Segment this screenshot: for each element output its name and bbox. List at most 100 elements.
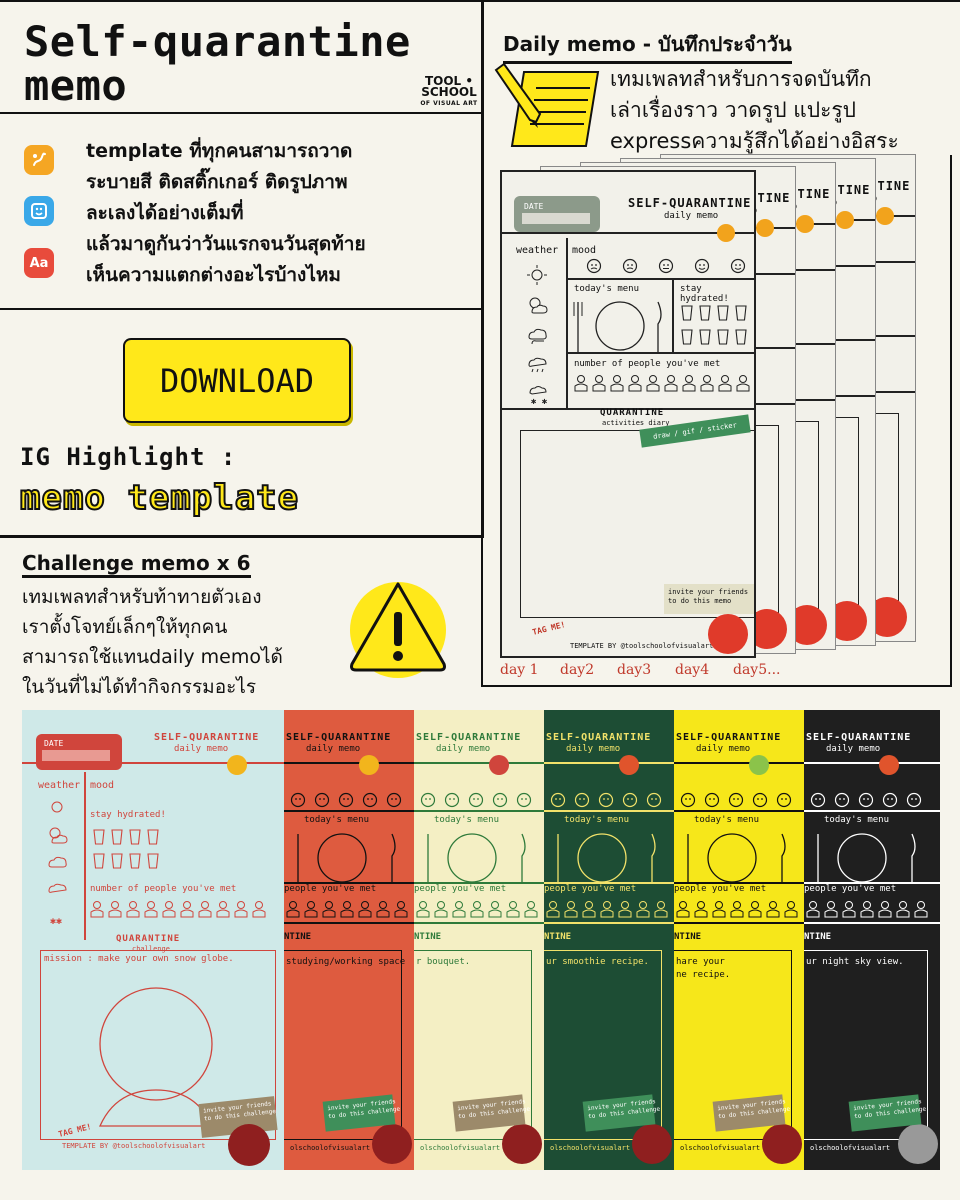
quarantine-label: NTINE [414, 932, 442, 942]
mood-face-icon [338, 792, 354, 812]
people-label: number of people you've met [574, 359, 721, 369]
mood-face-icon [362, 792, 378, 812]
memo-subtitle: daily memo [174, 744, 229, 754]
template-credit: TEMPLATE BY @toolschoolofvisualart [570, 642, 714, 650]
template-credit: olschoolofvisualart [420, 1144, 501, 1152]
warning-icon [350, 582, 446, 678]
water-glass-icon [734, 328, 748, 350]
toolschool-badge [372, 1124, 412, 1164]
person-icon [694, 900, 708, 922]
ig-highlight-value[interactable]: memo template [19, 477, 300, 519]
water-glass-icon [716, 328, 730, 350]
person-icon [676, 900, 690, 922]
challenge-sublabel: challenge [132, 945, 170, 953]
people-label: people you've met [414, 884, 507, 894]
memo-title: SELF-QUARANTINE [676, 732, 782, 743]
weather-icon [526, 324, 548, 350]
template-credit: olschoolofvisualart [810, 1144, 891, 1152]
mood-face-icon [290, 792, 306, 812]
svg-text:✱✱: ✱✱ [50, 916, 62, 927]
challenge-box [804, 950, 928, 1140]
memo-title: SELF-QUARANTINE [628, 196, 752, 210]
weather-icon [526, 264, 548, 290]
notepad-pencil-icon [494, 62, 600, 147]
memo-rule [502, 408, 754, 410]
person-icon [860, 900, 874, 922]
mood-face-icon [468, 792, 484, 812]
memo-dot [879, 755, 899, 775]
quarantine-label: NTINE [804, 932, 832, 942]
person-icon [546, 900, 560, 922]
quarantine-label: QUARANTINE [600, 408, 665, 418]
person-icon [216, 900, 230, 922]
memo-rule [672, 278, 674, 352]
water-glass-icon [680, 328, 694, 350]
water-glass-icon [716, 304, 730, 326]
quarantine-label: NTINE [284, 932, 312, 942]
person-icon [162, 900, 176, 922]
menu-label: today's menu [574, 284, 640, 294]
memo-rule [804, 810, 940, 812]
person-icon [90, 900, 104, 922]
water-glass-icon [92, 852, 106, 874]
weather-icon [46, 880, 68, 906]
mood-face-icon [574, 792, 590, 812]
memo-rule [414, 810, 544, 812]
mood-face-icon [752, 792, 768, 812]
mood-face-icon [704, 792, 720, 812]
memo-rule [566, 238, 568, 408]
water-glass-icon [110, 852, 124, 874]
water-glass-icon [146, 852, 160, 874]
person-icon [376, 900, 390, 922]
weather-icon [46, 824, 68, 850]
date-field [522, 213, 590, 224]
person-icon [664, 374, 678, 396]
memo-rule [544, 810, 674, 812]
person-icon [304, 900, 318, 922]
logo-line-3: OF VISUAL ART [420, 100, 478, 107]
person-icon [748, 900, 762, 922]
memo-subtitle: daily memo [664, 211, 719, 221]
memo-dot [749, 755, 769, 775]
person-icon [700, 374, 714, 396]
person-icon [506, 900, 520, 922]
download-button[interactable]: DOWNLOAD [123, 338, 351, 423]
day-label: day2 [560, 662, 595, 678]
mission-text: ur night sky view. [806, 957, 904, 967]
memo-title: SELF-QUARANTINE [546, 732, 652, 743]
plate-icon [572, 296, 668, 360]
person-icon [234, 900, 248, 922]
person-icon [618, 900, 632, 922]
person-icon [252, 900, 266, 922]
water-glass-icon [92, 828, 106, 850]
challenge-box [40, 950, 276, 1140]
person-icon [582, 900, 596, 922]
person-icon [574, 374, 588, 396]
memo-dot [619, 755, 639, 775]
menu-label: today's menu [564, 815, 630, 825]
water-glass-icon [128, 828, 142, 850]
person-icon [126, 900, 140, 922]
template-credit: TEMPLATE BY @toolschoolofvisualart [62, 1142, 206, 1150]
challenge-desc-line: เราตั้งโจทย์เล็กๆให้ทุกคน [22, 616, 228, 638]
person-icon [470, 900, 484, 922]
memo-rule [414, 762, 544, 764]
person-icon [452, 900, 466, 922]
quarantine-label: QUARANTINE [116, 934, 181, 944]
memo-title: SELF-QUARANTINE [154, 732, 260, 743]
person-icon [416, 900, 430, 922]
challenge-desc-line: สามารถใช้แทนdaily memoได้ [22, 646, 283, 668]
menu-label: today's menu [304, 815, 370, 825]
memo-dot [227, 755, 247, 775]
memo-dot [756, 219, 774, 237]
memo-dot [359, 755, 379, 775]
mission-text: ur smoothie recipe. [546, 957, 649, 967]
person-icon [730, 900, 744, 922]
memo-rule [22, 762, 284, 764]
memo-dot [876, 207, 894, 225]
weather-icon: ✱ ✱ [526, 384, 548, 410]
